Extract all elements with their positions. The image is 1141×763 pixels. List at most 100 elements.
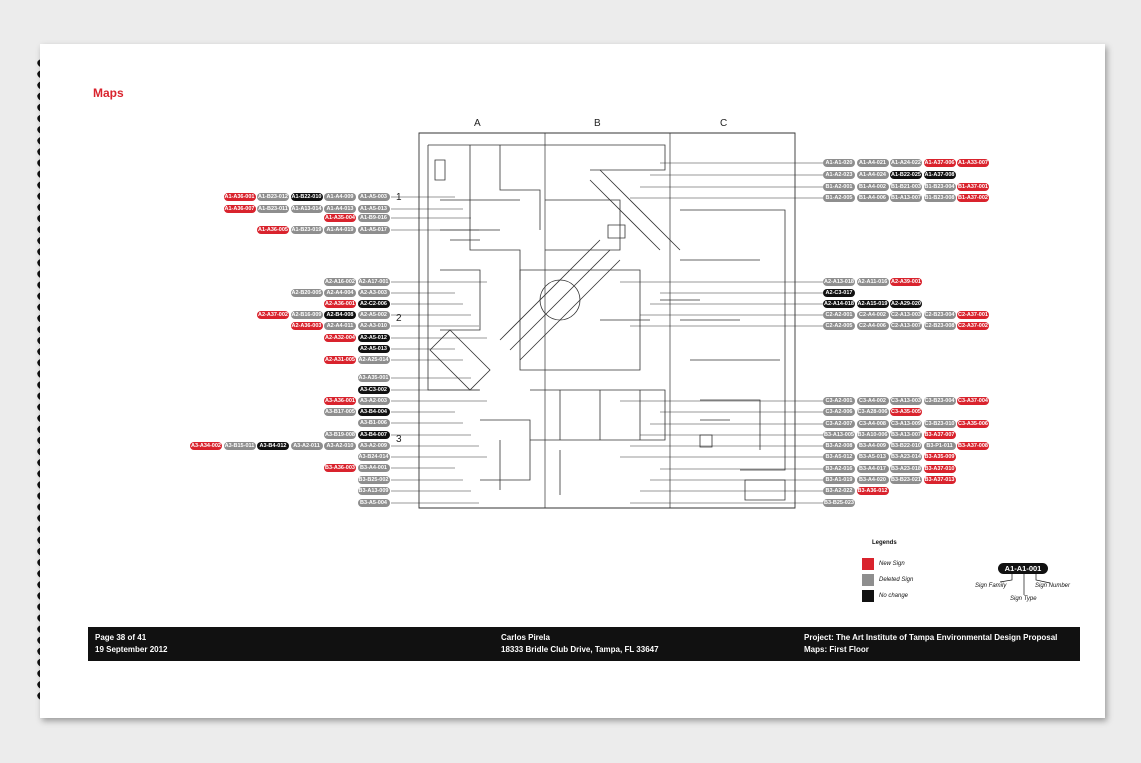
zone-label-b: B [594, 118, 601, 129]
sign-tag: B1-A4-006 [856, 194, 889, 202]
footer-project: Project: The Art Institute of Tampa Envi… [804, 633, 1058, 642]
sign-tag: A1-A5-013 [357, 205, 390, 213]
key-family-label: Sign Family [975, 583, 1007, 589]
sign-tag: C2-B23-004 [923, 311, 956, 319]
sign-tag: B3-A5-013 [856, 453, 889, 461]
sign-key-example: A1-A1-001 [998, 563, 1048, 574]
sign-tag: A2-A32-004 [324, 334, 356, 342]
plan-wall [450, 239, 700, 321]
sign-tag: C2-A2-001 [823, 311, 855, 319]
key-type-label: Sign Type [1010, 596, 1037, 602]
sign-tag: A3-B15-011 [223, 442, 256, 450]
deleted-swatch [862, 574, 874, 586]
row-label-1: 1 [396, 192, 402, 203]
plan-wall [544, 133, 671, 508]
sign-tag: C3-A28-006 [856, 408, 889, 416]
sign-tag: C2-A37-002 [957, 322, 989, 330]
sign-tag: A1-B23-012 [257, 193, 289, 201]
sign-tag: B3-A1-019 [823, 476, 855, 484]
sign-tag: C3-A2-001 [823, 397, 855, 405]
sign-tag: A1-A37-008 [923, 171, 956, 179]
sign-tag: A2-C3-017 [823, 289, 855, 297]
sign-tag: B1-B23-004 [923, 183, 956, 191]
sign-tag: A2-A29-020 [890, 300, 922, 308]
sign-tag: A1-A33-007 [957, 159, 989, 167]
legend-new: New Sign [862, 556, 913, 572]
legend-deleted-label: Deleted Sign [879, 577, 914, 583]
sign-tag: B3-A23-014 [890, 453, 922, 461]
sign-tag: A3-B17-005 [324, 408, 356, 416]
sign-tag: C3-A4-008 [856, 420, 889, 428]
sign-tag: B3-A36-012 [856, 487, 889, 495]
sign-tag: A2-A16-002 [324, 278, 356, 286]
sign-tag: C2-A4-006 [856, 322, 889, 330]
legend: Legends New Sign Deleted Sign No change [862, 540, 913, 604]
row-label-2: 2 [396, 313, 402, 324]
sign-tag: B3-A37-013 [923, 476, 956, 484]
plan-wall [434, 159, 713, 448]
sign-tag: B3-P1-011 [923, 442, 956, 450]
sign-tag: C2-A37-001 [957, 311, 989, 319]
sign-tag: B3-B23-021 [890, 476, 922, 484]
sign-tag: A2-A5-013 [357, 345, 390, 353]
sign-tag: C2-A4-002 [856, 311, 889, 319]
sign-tag: A3-C3-002 [357, 386, 390, 394]
sign-tag: C2-A13-007 [890, 322, 922, 330]
sign-tag: A1-A13-014 [290, 205, 323, 213]
sign-tag: B3-A4-017 [856, 465, 889, 473]
sign-tag: A3-A2-010 [324, 442, 356, 450]
legend-nochange-label: No change [879, 593, 909, 599]
sign-tag: A2-A36-001 [324, 300, 356, 308]
sign-tag: B1-A2-001 [823, 183, 855, 191]
sign-tag: A3-A2-003 [357, 397, 390, 405]
sign-tag: A3-A2-009 [357, 442, 390, 450]
legend-nochange: No change [862, 588, 913, 604]
legend-title: Legends [872, 540, 897, 546]
sign-tag: B3-A37-008 [957, 442, 989, 450]
sign-tag: B3-A13-005 [823, 431, 855, 439]
sign-tag: B3-B25-023 [823, 499, 855, 507]
sign-tag: B1-A2-005 [823, 194, 855, 202]
sign-tag: A3-B4-012 [257, 442, 289, 450]
sign-tag: C3-A2-006 [823, 408, 855, 416]
footer-address: 18333 Bridle Club Drive, Tampa, FL 33647 [501, 645, 659, 654]
sign-tag: C3-A35-005 [890, 408, 922, 416]
sign-tag: A1-B22-025 [890, 171, 922, 179]
sign-tag: A2-A3-003 [357, 289, 390, 297]
sign-tag: A3-A2-011 [290, 442, 323, 450]
plan-wall [427, 144, 666, 391]
sign-tag: A2-A4-011 [324, 322, 356, 330]
sign-tag: C3-A13-009 [890, 420, 922, 428]
sign-tag: A1-A36-007 [223, 205, 256, 213]
sign-tag: A1-B23-011 [257, 205, 289, 213]
sign-tag: A1-A2-023 [823, 171, 855, 179]
sign-tag: B3-A2-008 [823, 442, 855, 450]
plan-wall [480, 419, 561, 495]
sign-tag: C3-A35-006 [957, 420, 989, 428]
sign-tag: A1-A4-024 [856, 171, 889, 179]
sign-tag: B3-A13-009 [357, 487, 390, 495]
sign-tag: A3-B1-006 [357, 419, 390, 427]
footer-name: Carlos Pirela [501, 633, 550, 642]
sign-tag: C3-B23-004 [923, 397, 956, 405]
sign-tag: C3-A4-002 [856, 397, 889, 405]
legend-deleted: Deleted Sign [862, 572, 913, 588]
sign-tag: A1-B22-010 [290, 193, 323, 201]
footer-page: Page 38 of 41 [95, 633, 147, 642]
sign-tag: B3-B22-010 [890, 442, 922, 450]
sign-tag: A3-B4-004 [357, 408, 390, 416]
sign-tag: B3-A37-010 [923, 465, 956, 473]
plan-wall [499, 239, 621, 361]
sign-tag: A3-A35-001 [357, 374, 390, 382]
sign-tag: A1-A1-020 [823, 159, 855, 167]
sign-tag: B3-A35-009 [923, 453, 956, 461]
sign-tag: A1-A35-004 [324, 214, 356, 222]
zone-label-c: C [720, 118, 728, 129]
footer-bar: Page 38 of 41 19 September 2012 Carlos P… [88, 627, 1080, 661]
sign-tag: A3-B24-014 [357, 453, 390, 461]
sign-tag: A1-A5-017 [357, 226, 390, 234]
sign-tag: A1-A4-009 [324, 193, 356, 201]
sign-tag: A2-A36-003 [290, 322, 323, 330]
sign-tag: A2-A17-001 [357, 278, 390, 286]
